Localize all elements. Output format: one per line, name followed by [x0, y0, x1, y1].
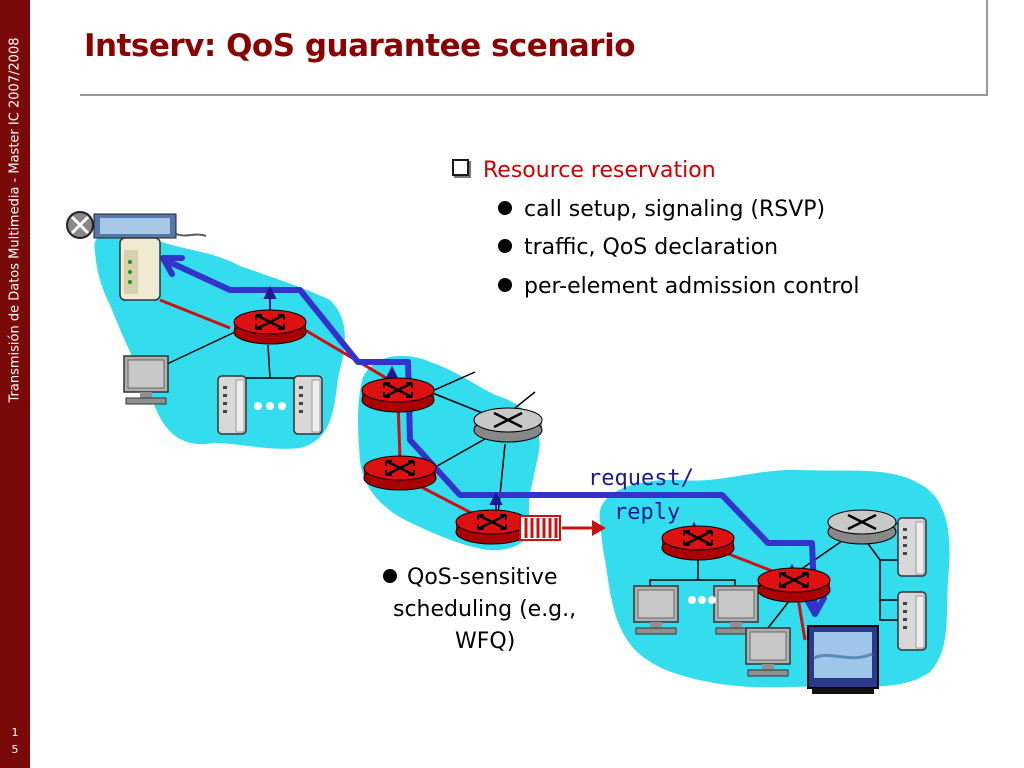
checkbox-bullet-icon [452, 159, 469, 176]
request-reply-line: request/ [588, 466, 694, 491]
bullet-dot-icon [383, 569, 397, 583]
router-red [756, 566, 832, 604]
ellipsis-icon [254, 402, 286, 410]
rsvp-signal-path [163, 257, 818, 613]
router-red [232, 308, 308, 346]
wfq-queue-icon [519, 515, 606, 541]
scheduling-line: scheduling (e.g., [393, 597, 577, 622]
router-gray [826, 508, 898, 546]
bullet-text: per-element admission control [524, 274, 860, 299]
bullet-dot-icon [498, 278, 512, 292]
sidebar: Transmisión de Datos Multimedia - Master… [0, 0, 30, 768]
scheduling-line: WFQ) [455, 629, 516, 654]
host-server-icon [897, 591, 927, 651]
page-number: 1 5 [0, 724, 30, 758]
request-reply-line: reply [614, 500, 681, 525]
destination-monitor-icon [807, 625, 879, 694]
scheduling-line: QoS-sensitive [407, 565, 558, 590]
router-red [454, 508, 530, 546]
bullet-text: traffic, QoS declaration [524, 235, 779, 260]
host-server-icon [293, 375, 323, 435]
ellipsis-icon [688, 596, 716, 604]
router-red [660, 524, 736, 562]
page-number-digit: 1 [11, 726, 19, 739]
request-reply-label: request/ reply [588, 462, 694, 530]
resource-reservation-heading: Resource reservation [452, 158, 716, 183]
router-gray [472, 406, 544, 444]
title-underline [80, 94, 987, 96]
bullet-dot-icon [498, 201, 512, 215]
bullet-text: call setup, signaling (RSVP) [524, 197, 826, 222]
router-red [362, 454, 438, 492]
host-server-icon [217, 375, 247, 435]
bullet-item: traffic, QoS declaration [498, 235, 778, 260]
source-video-server-icon [66, 211, 207, 301]
bullet-item: call setup, signaling (RSVP) [498, 197, 825, 222]
page-number-digit: 5 [11, 743, 19, 756]
scheduling-label: QoS-sensitive scheduling (e.g., WFQ) [383, 562, 576, 658]
host-server-icon [897, 517, 927, 577]
slide-title: Intserv: QoS guarantee scenario [84, 28, 636, 64]
bullet-dot-icon [498, 239, 512, 253]
title-right-rule [986, 0, 988, 96]
router-red [360, 376, 436, 414]
bullet-item: per-element admission control [498, 274, 859, 299]
heading-text: Resource reservation [483, 158, 716, 183]
